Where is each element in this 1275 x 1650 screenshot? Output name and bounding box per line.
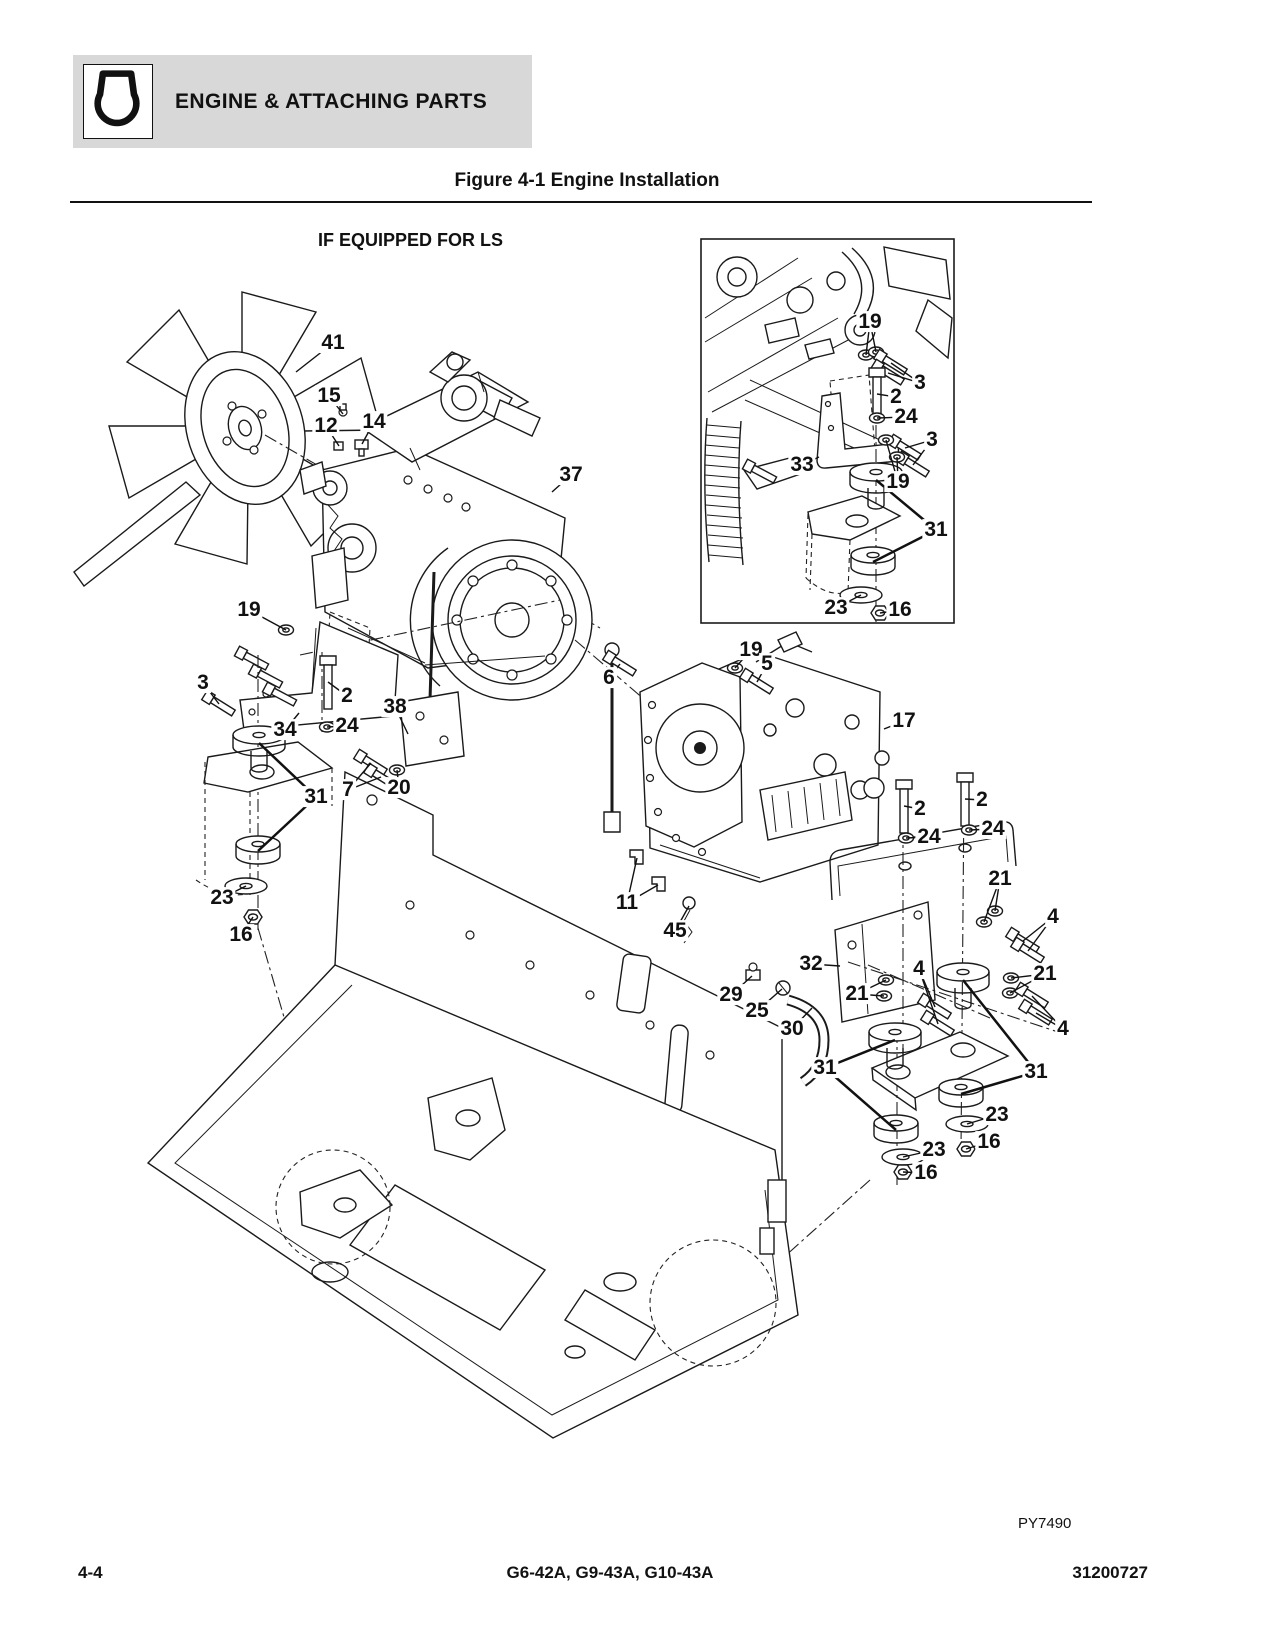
hardware-16 xyxy=(870,605,890,621)
hardware-2 xyxy=(895,779,913,834)
inset-box xyxy=(700,238,955,624)
chassis-tray xyxy=(146,770,799,1439)
footer-manual-number: 31200727 xyxy=(1072,1563,1148,1582)
hardware-23 xyxy=(839,586,883,604)
figure-rule xyxy=(70,201,1092,203)
hardware-19 xyxy=(277,624,295,636)
hardware-21 xyxy=(975,916,993,928)
hardware-31 xyxy=(873,1114,919,1144)
section-header-bar: ENGINE & ATTACHING PARTS xyxy=(73,55,532,148)
hardware-23 xyxy=(945,1115,989,1133)
hardware-21 xyxy=(877,974,895,986)
hardware-24 xyxy=(897,832,915,844)
hardware-16 xyxy=(893,1164,913,1180)
hardware-6 xyxy=(601,649,639,679)
hardware-16 xyxy=(243,909,263,925)
hardware-20 xyxy=(388,764,406,776)
transmission xyxy=(574,631,890,1087)
hardware-16 xyxy=(956,1141,976,1157)
fan xyxy=(73,291,382,588)
hardware-19 xyxy=(888,451,906,463)
hardware-21 xyxy=(986,905,1004,917)
hardware-31 xyxy=(936,962,990,1010)
hardware-23 xyxy=(224,877,268,895)
hardware-19 xyxy=(877,434,895,446)
engine-icon xyxy=(83,64,153,139)
drawing-code: PY7490 xyxy=(1018,1515,1072,1532)
hardware-24 xyxy=(868,412,886,424)
hardware-19 xyxy=(726,662,744,674)
footer-models: G6-42A, G9-43A, G10-43A xyxy=(506,1563,714,1582)
hardware-24 xyxy=(960,824,978,836)
plate-38 xyxy=(399,691,465,767)
hardware-21 xyxy=(875,990,893,1002)
bracket-34 xyxy=(233,599,561,732)
hardware-24 xyxy=(318,721,336,733)
section-title: ENGINE & ATTACHING PARTS xyxy=(175,89,488,113)
figure-title: Figure 4-1 Engine Installation xyxy=(454,170,720,191)
hardware-23 xyxy=(881,1148,925,1166)
engine xyxy=(264,351,601,701)
hardware-21 xyxy=(1002,972,1020,984)
hardware-3 xyxy=(200,689,238,719)
figure-note: IF EQUIPPED FOR LS xyxy=(318,230,504,250)
footer-page-number: 4-4 xyxy=(78,1563,103,1582)
hardware-2 xyxy=(956,772,974,827)
